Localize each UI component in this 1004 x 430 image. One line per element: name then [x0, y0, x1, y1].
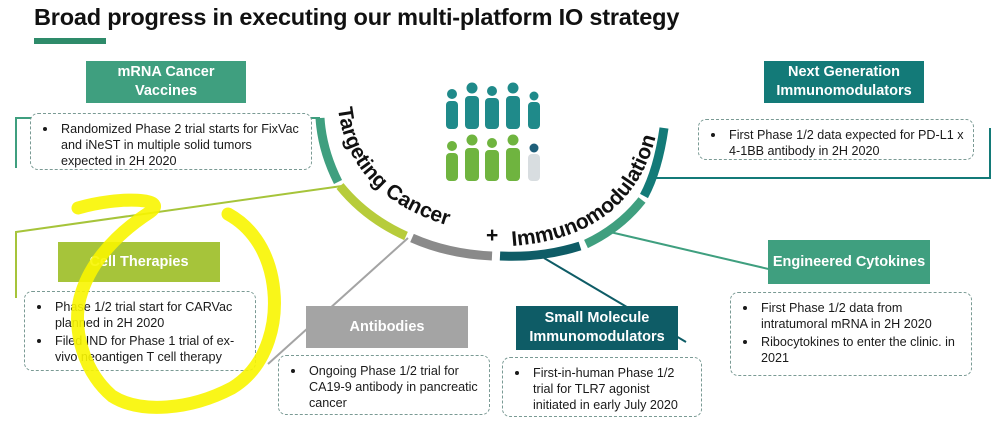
- arc-text-targeting-cancer: Targeting Cancer: [333, 105, 453, 230]
- bullet-cytokines-2: Ribocytokines to enter the clinic. in 20…: [739, 334, 965, 366]
- label-mrna-cancer-vaccines: mRNA Cancer Vaccines: [86, 61, 246, 103]
- people-row-bottom: [446, 134, 540, 181]
- label-cell-therapies: Cell Therapies: [58, 242, 220, 282]
- bullet-mrna-1: Randomized Phase 2 trial starts for FixV…: [39, 121, 305, 169]
- bullet-next-gen-1: First Phase 1/2 data expected for PD-L1 …: [707, 127, 967, 159]
- label-next-generation-immunomodulators: Next Generation Immunomodulators: [764, 61, 924, 103]
- desc-cell-therapies: Phase 1/2 trial start for CARVac planned…: [24, 291, 256, 371]
- label-engineered-cytokines: Engineered Cytokines: [768, 240, 930, 284]
- arc-segment-next-gen: [640, 127, 669, 199]
- arc-segment-mrna: [315, 117, 343, 185]
- label-small-molecule-immunomodulators: Small Molecule Immunomodulators: [516, 306, 678, 350]
- arc-segment-small-molecule: [499, 241, 582, 261]
- bullet-cell-1: Phase 1/2 trial start for CARVac planned…: [33, 299, 249, 331]
- connector-next-gen: [648, 128, 991, 179]
- people-icon: [446, 82, 540, 181]
- desc-mrna-cancer-vaccines: Randomized Phase 2 trial starts for FixV…: [30, 113, 312, 170]
- desc-antibodies: Ongoing Phase 1/2 trial for CA19-9 antib…: [278, 355, 490, 415]
- arc-segment-cell: [336, 183, 408, 241]
- label-antibodies: Antibodies: [306, 306, 468, 348]
- arc-segment-cytokines: [584, 197, 646, 249]
- connector-cytokines: [609, 231, 791, 275]
- desc-engineered-cytokines: First Phase 1/2 data from intratumoral m…: [730, 292, 972, 376]
- page-title: Broad progress in executing our multi-pl…: [34, 4, 680, 30]
- desc-next-generation-immunomodulators: First Phase 1/2 data expected for PD-L1 …: [698, 119, 974, 160]
- bullet-antibodies-1: Ongoing Phase 1/2 trial for CA19-9 antib…: [287, 363, 483, 411]
- arc-segment-antibodies: [410, 233, 493, 261]
- bullet-cell-2: Filed IND for Phase 1 trial of ex-vivo n…: [33, 333, 249, 365]
- bullet-cytokines-1: First Phase 1/2 data from intratumoral m…: [739, 300, 965, 332]
- connector-antibodies: [267, 237, 409, 365]
- arc-text-plus: +: [486, 224, 498, 247]
- title-underline: [34, 38, 106, 44]
- people-row-top: [446, 82, 540, 129]
- bullet-small-molecule-1: First-in-human Phase 1/2 trial for TLR7 …: [511, 365, 695, 413]
- desc-small-molecule-immunomodulators: First-in-human Phase 1/2 trial for TLR7 …: [502, 357, 702, 417]
